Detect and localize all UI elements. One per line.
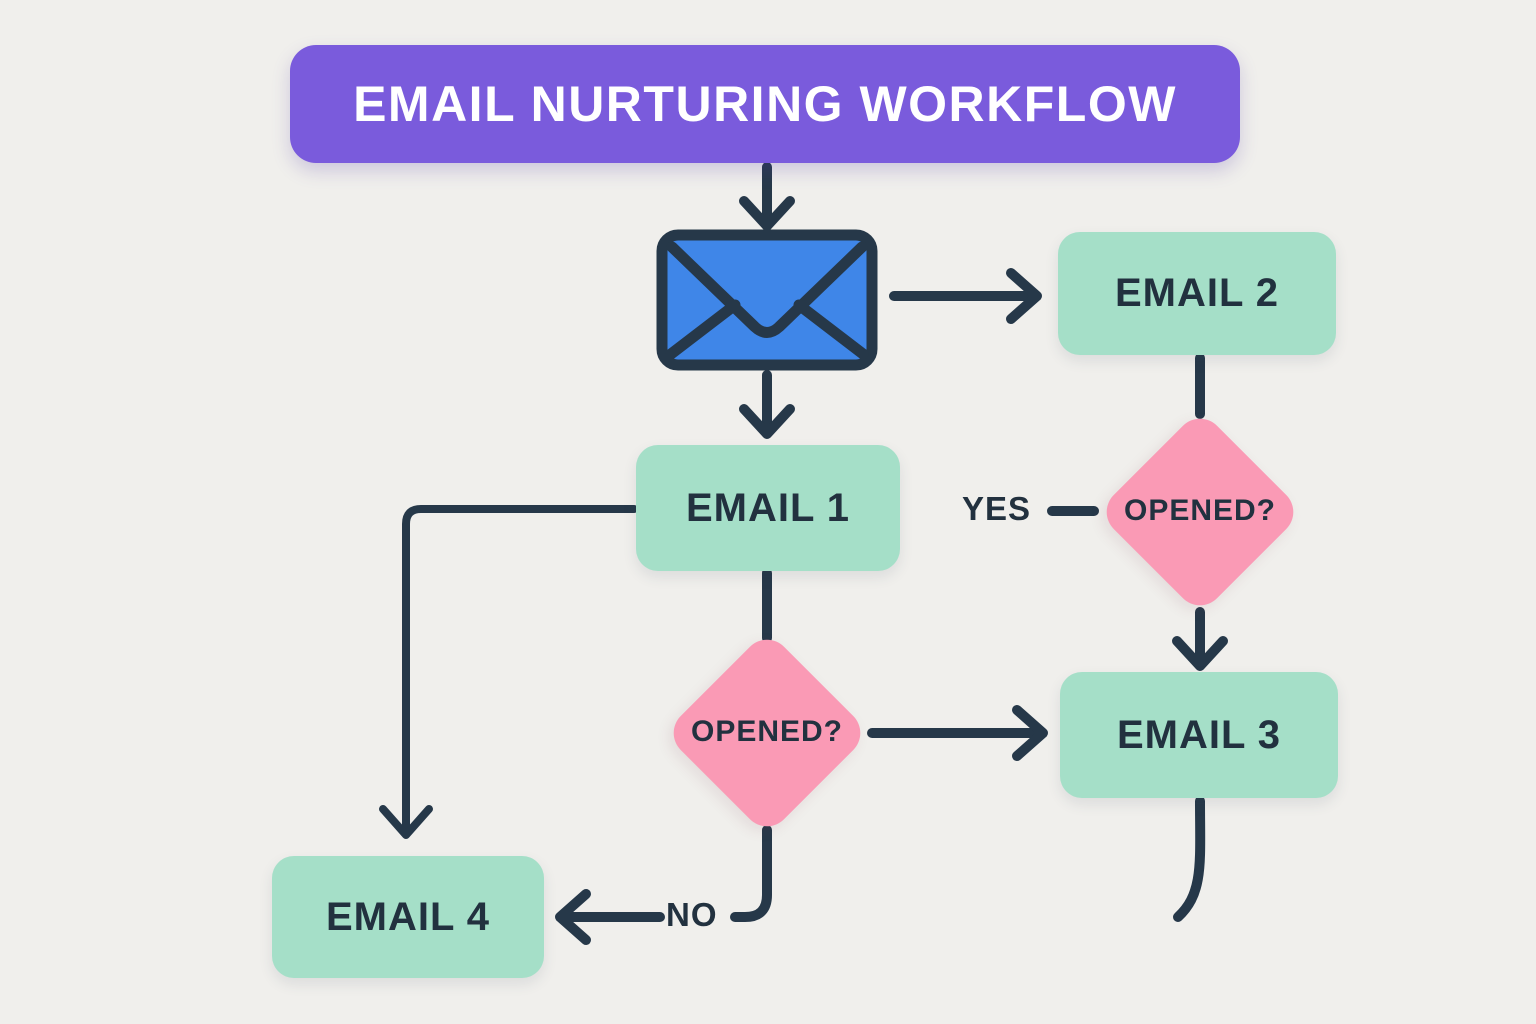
arrowhead-right-icon <box>1012 705 1048 761</box>
arrowhead-down-icon <box>1172 636 1228 671</box>
node-email-4: EMAIL 4 <box>272 856 544 978</box>
edge-email3-tail <box>1173 796 1206 922</box>
node-email-2-label: EMAIL 2 <box>1114 271 1280 315</box>
edge-title-to-envelope <box>739 162 795 231</box>
page-title: EMAIL NURTURING WORKFLOW <box>353 76 1177 132</box>
arrowhead-right-icon <box>1006 268 1042 324</box>
decision-opened-top-label: OPENED? <box>1123 494 1277 527</box>
title-banner: EMAIL NURTURING WORKFLOW <box>290 45 1240 163</box>
envelope-icon <box>656 229 878 371</box>
node-email-3: EMAIL 3 <box>1060 672 1338 798</box>
node-email-4-label: EMAIL 4 <box>325 894 491 939</box>
edge-envelope-to-email2 <box>889 268 1042 324</box>
arrowhead-down-icon <box>739 196 795 231</box>
arrowhead-down-icon <box>739 404 795 439</box>
edge-line <box>730 825 772 922</box>
node-email-1-label: EMAIL 1 <box>685 485 851 530</box>
edge-decision-bottom-to-email3 <box>867 705 1048 761</box>
edge-no-label-to-email4 <box>555 889 665 945</box>
edge-email1-to-email4 <box>379 505 638 839</box>
node-email-1: EMAIL 1 <box>636 445 900 571</box>
node-email-3-label: EMAIL 3 <box>1116 712 1282 757</box>
decision-opened-bottom-label: OPENED? <box>690 715 844 748</box>
edge-line <box>402 505 638 834</box>
edge-decision-bottom-to-no-label <box>730 825 772 922</box>
edge-decision-top-to-email3 <box>1172 607 1228 671</box>
arrowhead-left-icon <box>555 889 591 945</box>
edge-label-no: NO <box>666 896 718 933</box>
arrowhead-down-icon <box>379 805 433 839</box>
edge-envelope-to-email1 <box>739 370 795 439</box>
edge-line <box>1173 796 1206 922</box>
node-email-2: EMAIL 2 <box>1058 232 1336 355</box>
edge-label-yes: YES <box>962 490 1032 527</box>
